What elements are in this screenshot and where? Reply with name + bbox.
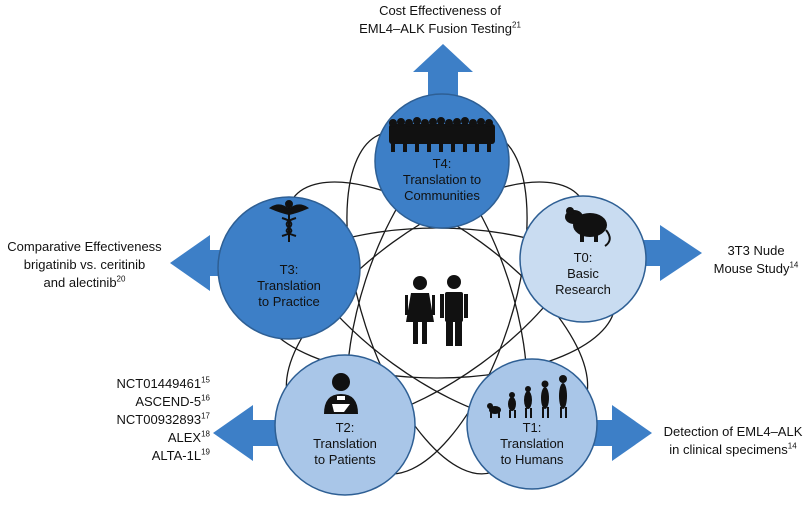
arrow-t3 (170, 235, 232, 291)
arrow-t2 (213, 405, 285, 461)
crowd-icon (389, 117, 495, 152)
outcome-line: ALTA-1L19 (151, 447, 210, 463)
outcome-t0: 3T3 Nude Mouse Study14 (706, 242, 806, 278)
arrow-t0 (620, 225, 702, 281)
mouse-icon (565, 207, 611, 247)
outcome-line: Comparative Effectiveness (7, 239, 162, 254)
outcome-line: NCT0144946115 (116, 375, 210, 391)
outcome-line: ALEX18 (167, 429, 210, 445)
node-circle-t2 (274, 354, 416, 496)
outcome-t4: Cost Effectiveness of EML4–ALK Fusion Te… (300, 2, 580, 38)
man-woman-icon (405, 275, 468, 346)
evolution-icon (487, 375, 567, 418)
outcome-t3: Comparative Effectiveness brigatinib vs.… (2, 238, 167, 292)
node-circle-t3 (217, 196, 361, 340)
outcome-line: 3T3 Nude (727, 243, 785, 258)
arrow-t1 (580, 405, 652, 461)
caduceus-icon (268, 200, 310, 242)
outcome-line: EML4–ALK Fusion Testing21 (359, 20, 521, 36)
outcome-line: and alectinib20 (43, 274, 126, 290)
outcome-line: in clinical specimens14 (669, 441, 797, 457)
outcome-line: brigatinib vs. ceritinib (23, 257, 146, 272)
outcome-line: NCT0093289317 (116, 411, 210, 427)
outcome-t2: NCT0144946115 ASCEND-516 NCT0093289317 A… (92, 375, 210, 465)
node-circle-t0 (519, 195, 647, 323)
outcome-line: Detection of EML4–ALK (663, 424, 803, 439)
outcome-t1: Detection of EML4–ALK in clinical specim… (658, 423, 808, 459)
outcome-line: Mouse Study14 (713, 260, 799, 276)
patient-icon (324, 373, 358, 414)
outcome-line: Cost Effectiveness of (379, 3, 501, 18)
outcome-line: ASCEND-516 (135, 393, 210, 409)
